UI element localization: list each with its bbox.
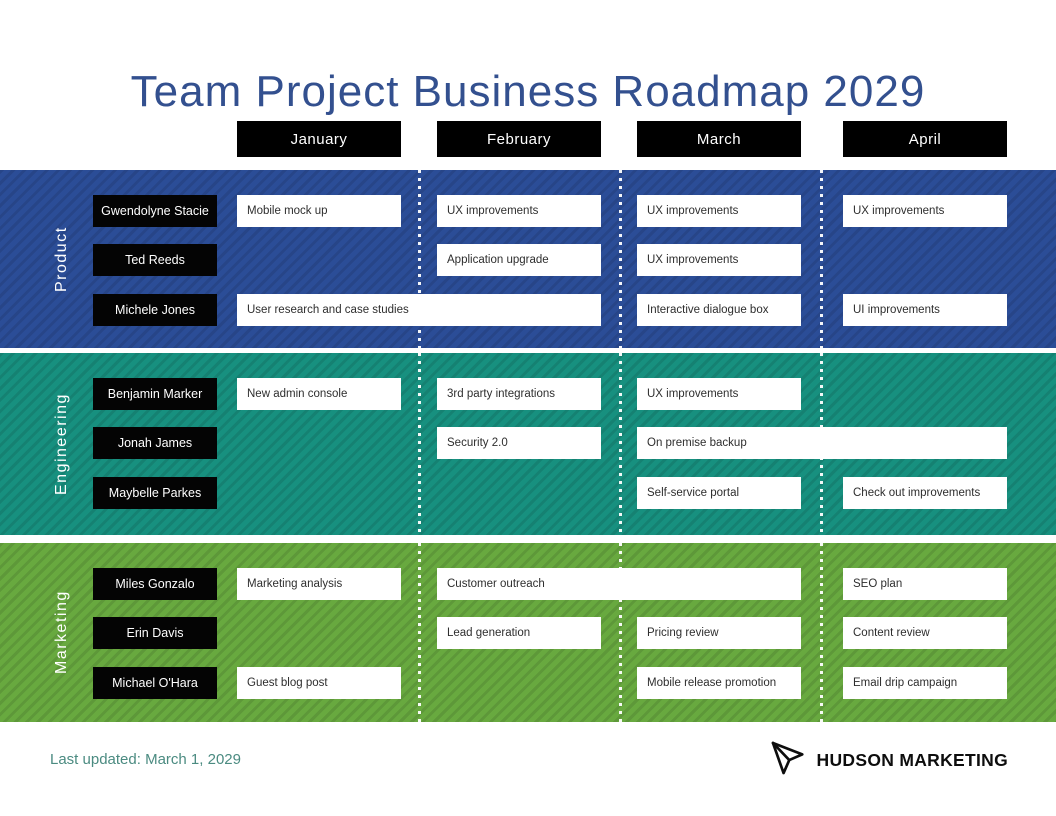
task-card: Guest blog post xyxy=(237,667,401,699)
task-card: UI improvements xyxy=(843,294,1007,326)
member-name-box: Ted Reeds xyxy=(93,244,217,276)
task-card: UX improvements xyxy=(637,195,801,227)
page-title: Team Project Business Roadmap 2029 xyxy=(130,67,926,117)
month-header-april: April xyxy=(843,121,1007,157)
task-card: Mobile release promotion xyxy=(637,667,801,699)
month-separator-dotted-line xyxy=(418,543,421,722)
task-card: Application upgrade xyxy=(437,244,601,276)
task-card: User research and case studies xyxy=(237,294,601,326)
month-header-march: March xyxy=(637,121,801,157)
member-name-box: Miles Gonzalo xyxy=(93,568,217,600)
section-label-product: Product xyxy=(53,226,70,292)
task-card: UX improvements xyxy=(637,378,801,410)
task-card: Security 2.0 xyxy=(437,427,601,459)
task-card: On premise backup xyxy=(637,427,1007,459)
section-label-engineering: Engineering xyxy=(53,393,70,495)
paper-plane-icon xyxy=(769,739,807,782)
section-label-marketing: Marketing xyxy=(53,590,70,675)
member-name-box: Jonah James xyxy=(93,427,217,459)
month-separator-dotted-line xyxy=(418,353,421,535)
member-name-box: Maybelle Parkes xyxy=(93,477,217,509)
member-name-box: Michele Jones xyxy=(93,294,217,326)
task-card: Self-service portal xyxy=(637,477,801,509)
month-separator-dotted-line xyxy=(619,543,622,722)
member-name-box: Gwendolyne Stacie xyxy=(93,195,217,227)
task-card: UX improvements xyxy=(637,244,801,276)
task-card: Mobile mock up xyxy=(237,195,401,227)
task-card: Email drip campaign xyxy=(843,667,1007,699)
task-card: UX improvements xyxy=(843,195,1007,227)
month-separator-dotted-line xyxy=(820,170,823,348)
task-card: Check out improvements xyxy=(843,477,1007,509)
task-card: SEO plan xyxy=(843,568,1007,600)
task-card: Content review xyxy=(843,617,1007,649)
task-card: New admin console xyxy=(237,378,401,410)
member-name-box: Michael O'Hara xyxy=(93,667,217,699)
month-separator-dotted-line xyxy=(619,353,622,535)
task-card: Interactive dialogue box xyxy=(637,294,801,326)
last-updated-text: Last updated: March 1, 2029 xyxy=(50,751,241,768)
month-header-january: January xyxy=(237,121,401,157)
brand-name: HUDSON MARKETING xyxy=(816,749,1008,770)
month-separator-dotted-line xyxy=(820,543,823,722)
member-name-box: Benjamin Marker xyxy=(93,378,217,410)
task-card: Marketing analysis xyxy=(237,568,401,600)
month-header-february: February xyxy=(437,121,601,157)
brand-logo: HUDSON MARKETING xyxy=(769,738,1008,782)
task-card: Customer outreach xyxy=(437,568,801,600)
month-separator-dotted-line xyxy=(418,170,421,348)
task-card: Pricing review xyxy=(637,617,801,649)
member-name-box: Erin Davis xyxy=(93,617,217,649)
task-card: UX improvements xyxy=(437,195,601,227)
task-card: Lead generation xyxy=(437,617,601,649)
task-card: 3rd party integrations xyxy=(437,378,601,410)
month-separator-dotted-line xyxy=(619,170,622,348)
